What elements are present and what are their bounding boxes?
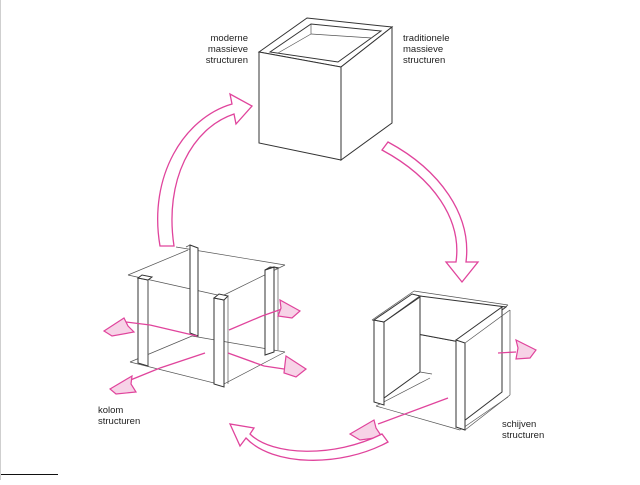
label-wall-structures: schijven structuren — [502, 419, 572, 441]
label-traditional-line-2: massieve — [403, 44, 444, 55]
wall-structure-frame — [371, 290, 511, 431]
arrow-column-to-modern — [157, 92, 254, 247]
label-traditional-line-3: structuren — [403, 55, 446, 66]
label-modern-line-2: massieve — [207, 44, 248, 55]
column-force-arrows — [102, 298, 308, 395]
label-modern-line-1: moderne — [210, 33, 249, 44]
label-kolom-line-1: kolom — [98, 405, 124, 416]
arrow-wall-to-column — [228, 423, 389, 461]
arrow-massive-to-wall — [381, 141, 480, 284]
column-structure-frame — [127, 244, 286, 388]
label-traditional-massive-structures: traditionele massieve structuren — [403, 33, 483, 66]
label-schijven-line-2: structuren — [502, 430, 545, 441]
massive-structure-box — [257, 17, 394, 161]
bottom-left-rule — [0, 474, 58, 475]
label-kolom-line-2: structuren — [98, 416, 141, 427]
wall-force-arrows — [348, 338, 537, 441]
label-schijven-line-1: schijven — [502, 419, 537, 430]
left-edge-rule — [0, 0, 1, 480]
label-traditional-line-1: traditionele — [403, 33, 450, 44]
label-column-structures: kolom structuren — [98, 405, 168, 427]
label-modern-massive-structures: moderne massieve structuren — [178, 33, 248, 66]
label-modern-line-3: structuren — [205, 55, 248, 66]
